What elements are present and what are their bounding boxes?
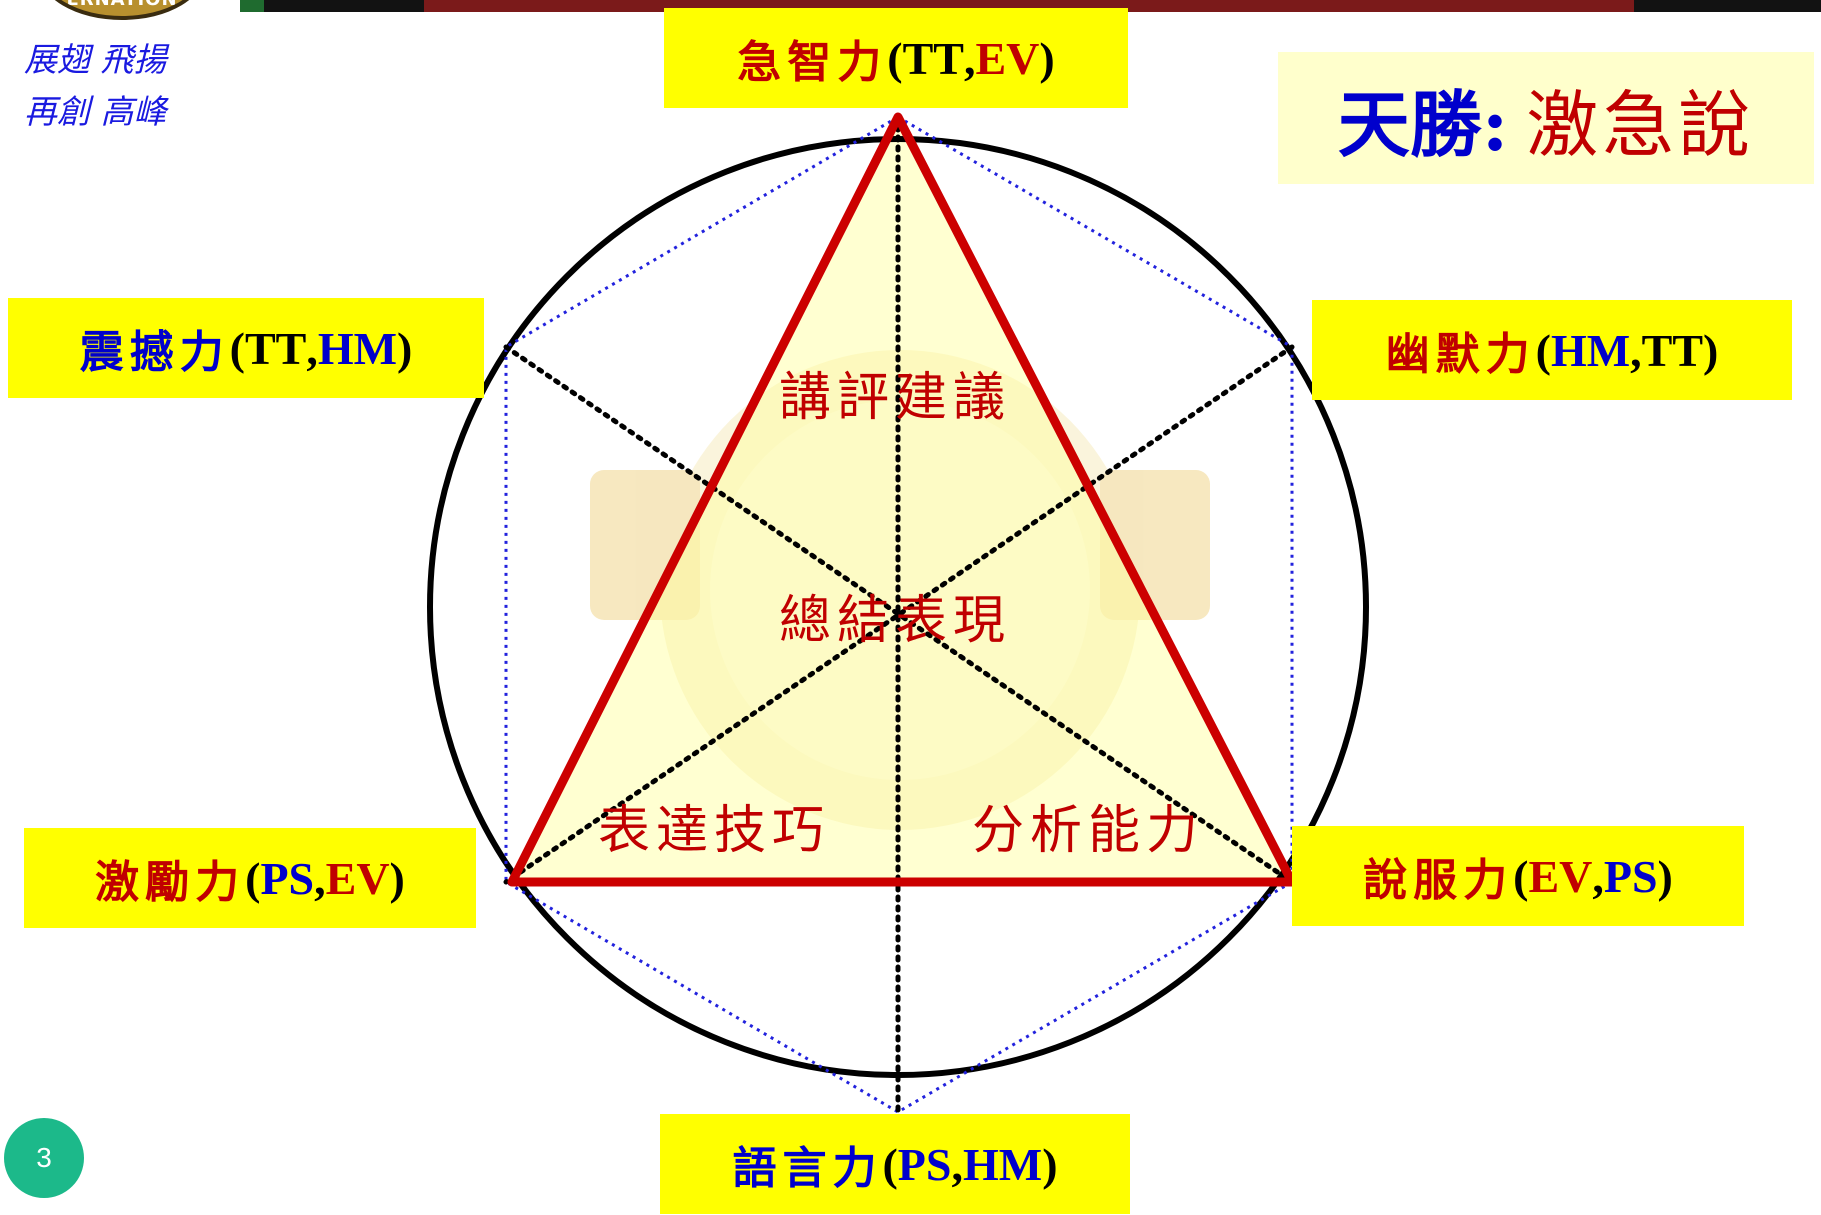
vertex-upper-left-code1: TT (244, 322, 307, 374)
vertex-lower-left-code1: PS (260, 852, 315, 904)
vertex-lower-right-code2: PS (1603, 850, 1658, 902)
top-bar-dark-right (1634, 0, 1821, 12)
vertex-bottom-code1: PS (897, 1138, 952, 1190)
vertex-upper-right-close: ) (1703, 324, 1719, 376)
vertex-upper-right-open: ( (1535, 324, 1551, 376)
title-right: 激急說 (1526, 82, 1755, 167)
vertex-upper-right-code1: HM (1550, 324, 1631, 376)
vertex-label-upper-left: 震撼力(TT,HM) (8, 298, 484, 398)
vertex-upper-right-code2: TT (1641, 324, 1704, 376)
triangle-fill (512, 117, 1292, 882)
vertex-lower-left-close: ) (389, 852, 405, 904)
vertex-label-upper-right: 幽默力(HM,TT) (1312, 300, 1792, 400)
vertex-lower-right-code1: EV (1528, 850, 1593, 902)
vertex-lower-right-comma: , (1592, 850, 1604, 902)
logo-text: ERNATION (42, 0, 202, 10)
slogan-line-2: 再創 高峰 (24, 92, 167, 131)
vertex-bottom-comma: , (951, 1138, 963, 1190)
spoke-diag-2 (503, 344, 1295, 885)
inner-label-center: 總結表現 (778, 591, 1012, 651)
vertex-bottom-code2: HM (962, 1138, 1043, 1190)
vertex-lower-left-code2: EV (325, 852, 390, 904)
vertex-label-bottom: 語言力(PS,HM) (660, 1114, 1130, 1214)
vertex-lower-right-close: ) (1657, 850, 1673, 902)
vertex-label-lower-left: 激勵力(PS,EV) (24, 828, 476, 928)
top-bar-dark-left (264, 0, 424, 12)
vertex-upper-left-code2: HM (317, 322, 398, 374)
vertex-upper-right-name: 幽默力 (1385, 329, 1536, 380)
vertex-top-comma: , (963, 32, 976, 84)
inner-label-right: 分析能力 (971, 801, 1205, 861)
vertex-lower-right-name: 說服力 (1363, 855, 1514, 906)
vertex-top-open: ( (887, 32, 903, 84)
vertex-bottom-name: 語言力 (732, 1143, 883, 1194)
vertex-top-code2: EV (975, 32, 1040, 84)
vertex-upper-left-open: ( (229, 322, 245, 374)
title-left: 天勝: (1337, 81, 1509, 167)
vertex-lower-left-open: ( (245, 852, 261, 904)
vertex-top-code1: TT (902, 32, 964, 84)
vertex-upper-right-comma: , (1630, 324, 1642, 376)
inner-label-left: 表達技巧 (597, 801, 831, 861)
vertex-lower-left-name: 激勵力 (95, 857, 246, 908)
inner-label-top: 講評建議 (778, 368, 1012, 428)
vertex-upper-left-comma: , (306, 322, 318, 374)
vertex-label-lower-right: 說服力(EV,PS) (1292, 826, 1744, 926)
top-bar-green (240, 0, 264, 12)
vertex-bottom-close: ) (1042, 1138, 1058, 1190)
vertex-top-name: 急智力 (737, 37, 888, 88)
vertex-upper-left-close: ) (397, 322, 413, 374)
slide-title: 天勝:激急說 (1278, 52, 1814, 184)
spokes (503, 114, 1295, 1115)
vertex-upper-left-name: 震撼力 (79, 327, 230, 378)
red-triangle (507, 112, 1297, 887)
vertex-top-close: ) (1039, 32, 1055, 84)
vertex-label-top: 急智力(TT,EV) (664, 8, 1128, 108)
vertex-bottom-open: ( (882, 1138, 898, 1190)
vertex-lower-right-open: ( (1513, 850, 1529, 902)
slogan-line-1: 展翅 飛揚 (24, 40, 167, 79)
vertex-lower-left-comma: , (314, 852, 326, 904)
page-number-badge: 3 (4, 1118, 84, 1198)
